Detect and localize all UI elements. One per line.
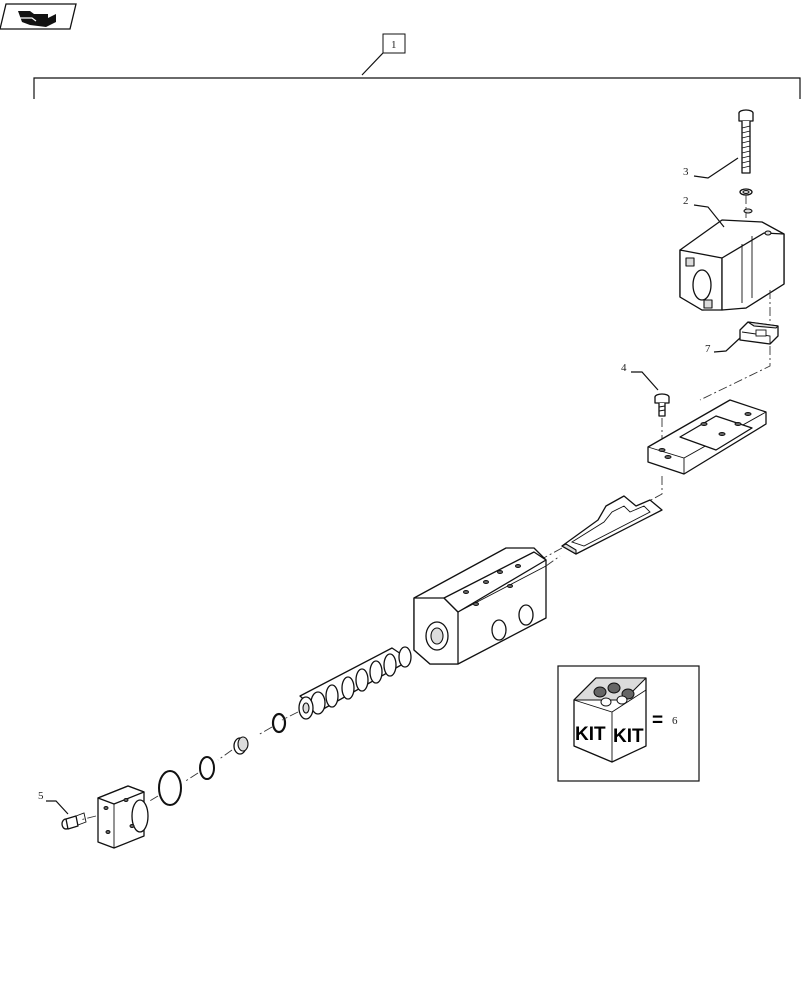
retaining-ring [199, 756, 215, 780]
assembly-bracket: 1 [33, 33, 801, 99]
screw-part-5 [61, 812, 87, 830]
kit-equals: = [652, 710, 663, 731]
end-cap [97, 785, 149, 849]
adapter-plate [647, 399, 767, 475]
spring-seat [233, 736, 249, 755]
screw-part-4 [654, 393, 670, 417]
kit-label-right: KIT [613, 726, 644, 747]
clip-part-7 [739, 321, 779, 345]
gasket [561, 495, 663, 555]
kit-label-left: KIT [575, 724, 606, 745]
o-ring-small [271, 712, 287, 734]
page-turn-icon[interactable] [0, 3, 77, 30]
callout-6: 6 [672, 715, 678, 727]
valve-body [413, 547, 547, 665]
callout-1: 1 [391, 39, 397, 51]
callout-3: 3 [683, 166, 689, 178]
o-ring-large [158, 770, 182, 806]
callout-2: 2 [683, 195, 689, 207]
callout-7: 7 [705, 343, 711, 355]
kit-box: KIT KIT = 6 [557, 665, 700, 782]
callout-4: 4 [621, 362, 627, 374]
callout-5: 5 [38, 790, 44, 802]
solenoid-coil-part-2 [679, 208, 785, 311]
bolt-part-3 [738, 109, 754, 196]
spool [298, 646, 412, 720]
callout-1-box [382, 33, 406, 54]
